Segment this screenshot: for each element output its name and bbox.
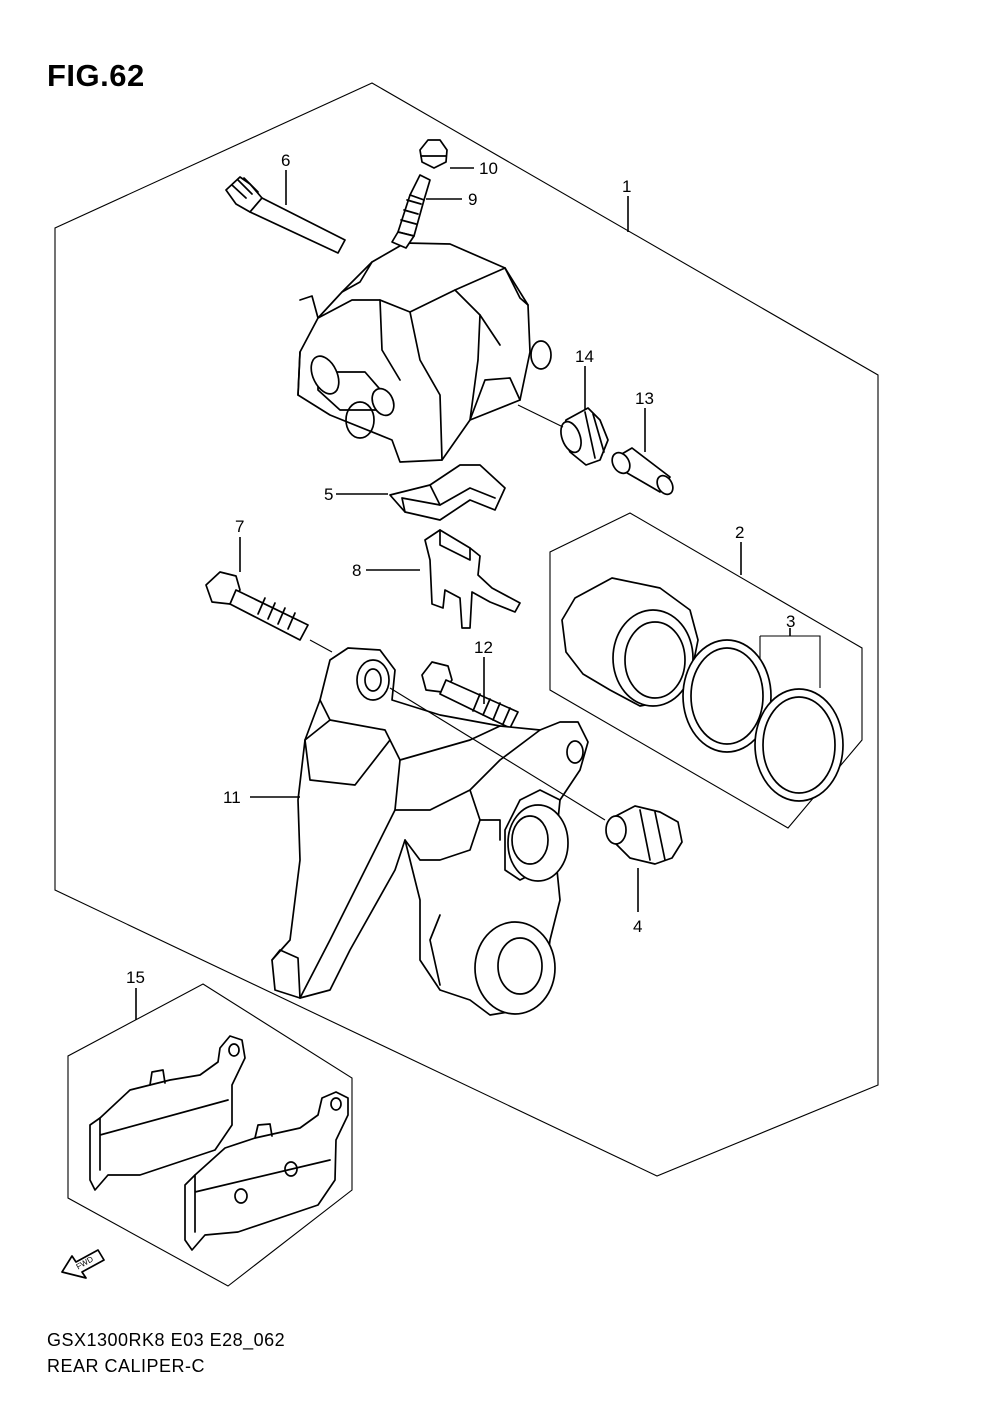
bleeder-cap xyxy=(419,139,448,169)
callout-7: 7 xyxy=(235,517,244,536)
callout-1: 1 xyxy=(622,177,631,196)
pad-spring xyxy=(389,464,506,521)
callout-6: 6 xyxy=(281,151,290,170)
model-code: GSX1300RK8 E03 E28_062 xyxy=(47,1330,286,1350)
pad-set-outline xyxy=(67,983,353,1287)
callout-9: 9 xyxy=(468,190,477,209)
callout-2: 2 xyxy=(735,523,744,542)
fwd-arrow-icon: FWD xyxy=(61,1249,105,1279)
diagram-caption: REAR CALIPER-C xyxy=(47,1356,206,1376)
callout-5: 5 xyxy=(324,485,333,504)
callout-12: 12 xyxy=(474,638,493,657)
bleeder-valve xyxy=(391,174,431,249)
callout-11: 11 xyxy=(223,788,241,807)
leader-lines xyxy=(135,167,791,1020)
pin-boot xyxy=(605,805,683,865)
callout-14: 14 xyxy=(575,347,594,366)
callout-10: 10 xyxy=(479,159,498,178)
piston-seal xyxy=(682,639,772,753)
piston xyxy=(561,577,699,707)
brake-pad-front xyxy=(184,1091,349,1251)
callout-4: 4 xyxy=(633,917,642,936)
caliper-bracket xyxy=(271,647,589,1016)
slide-pin xyxy=(225,176,346,254)
pad-retainer xyxy=(424,529,521,629)
piston-kit-outline xyxy=(549,512,863,829)
assembly-outline xyxy=(54,82,879,1177)
figure-title: FIG.62 xyxy=(47,58,145,93)
mounting-bolt xyxy=(205,571,309,641)
sleeve xyxy=(611,447,674,496)
caliper-body xyxy=(297,242,552,463)
dust-seal xyxy=(754,688,844,802)
callout-8: 8 xyxy=(352,561,361,580)
callout-3: 3 xyxy=(786,612,795,631)
dust-boot xyxy=(560,407,609,466)
callout-15: 15 xyxy=(126,968,145,987)
brake-pad-rear xyxy=(89,1035,246,1191)
callout-labels: 1 2 3 4 5 6 7 8 9 10 11 12 13 14 15 xyxy=(126,151,795,987)
callout-13: 13 xyxy=(635,389,654,408)
